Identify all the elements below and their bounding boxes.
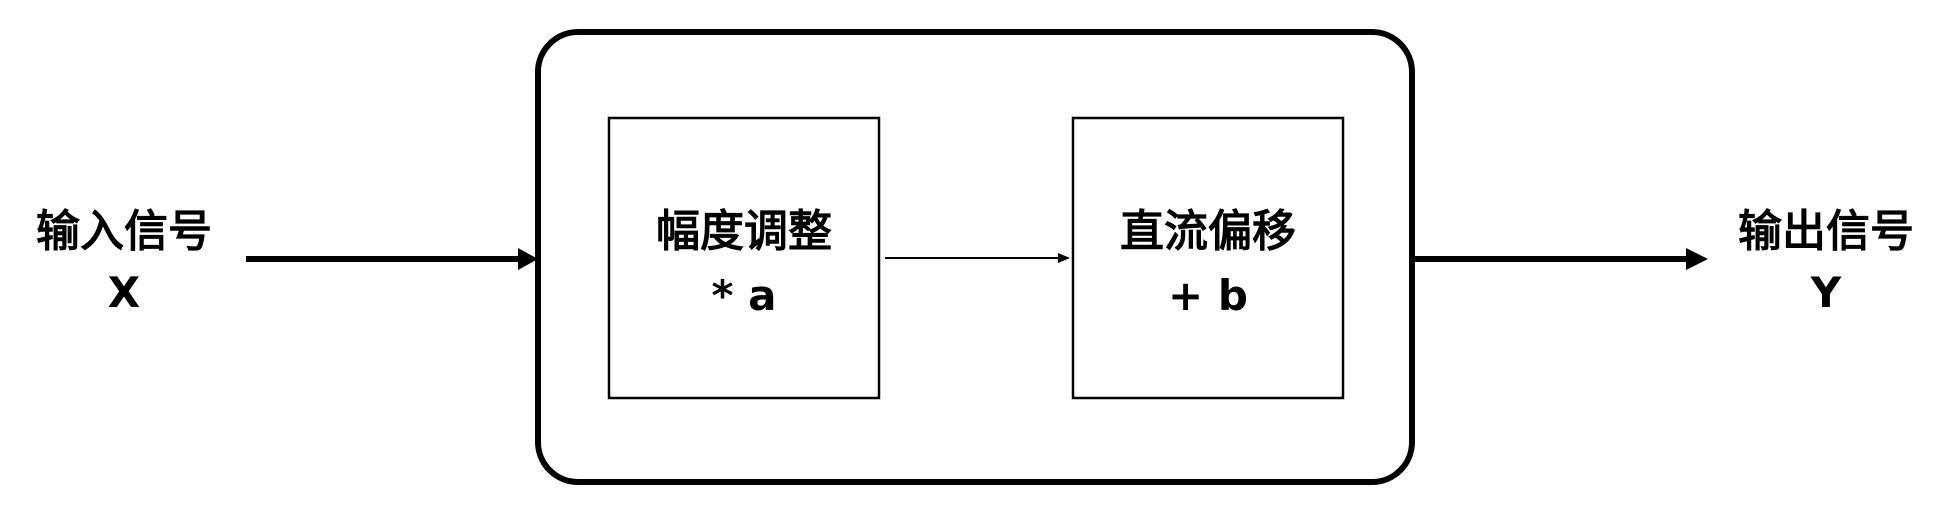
connector-arrow [885,253,1070,263]
amplitude-block-operation: * a [712,271,777,320]
amplitude-block: 幅度调整 * a [607,116,881,400]
input-signal-label: 输入信号 [36,206,212,257]
output-signal: 输出信号 Y [1738,206,1914,317]
amplitude-block-title: 幅度调整 [656,206,832,257]
input-signal-symbol: X [108,268,140,317]
dc-offset-block-title: 直流偏移 [1120,206,1296,257]
output-signal-symbol: Y [1810,268,1842,317]
dc-offset-block-operation: + b [1168,271,1248,320]
dc-offset-block: 直流偏移 + b [1071,116,1345,400]
input-signal: 输入信号 X [36,206,212,317]
input-arrow [246,248,538,270]
output-arrow [1412,248,1708,270]
output-signal-label: 输出信号 [1738,206,1914,257]
